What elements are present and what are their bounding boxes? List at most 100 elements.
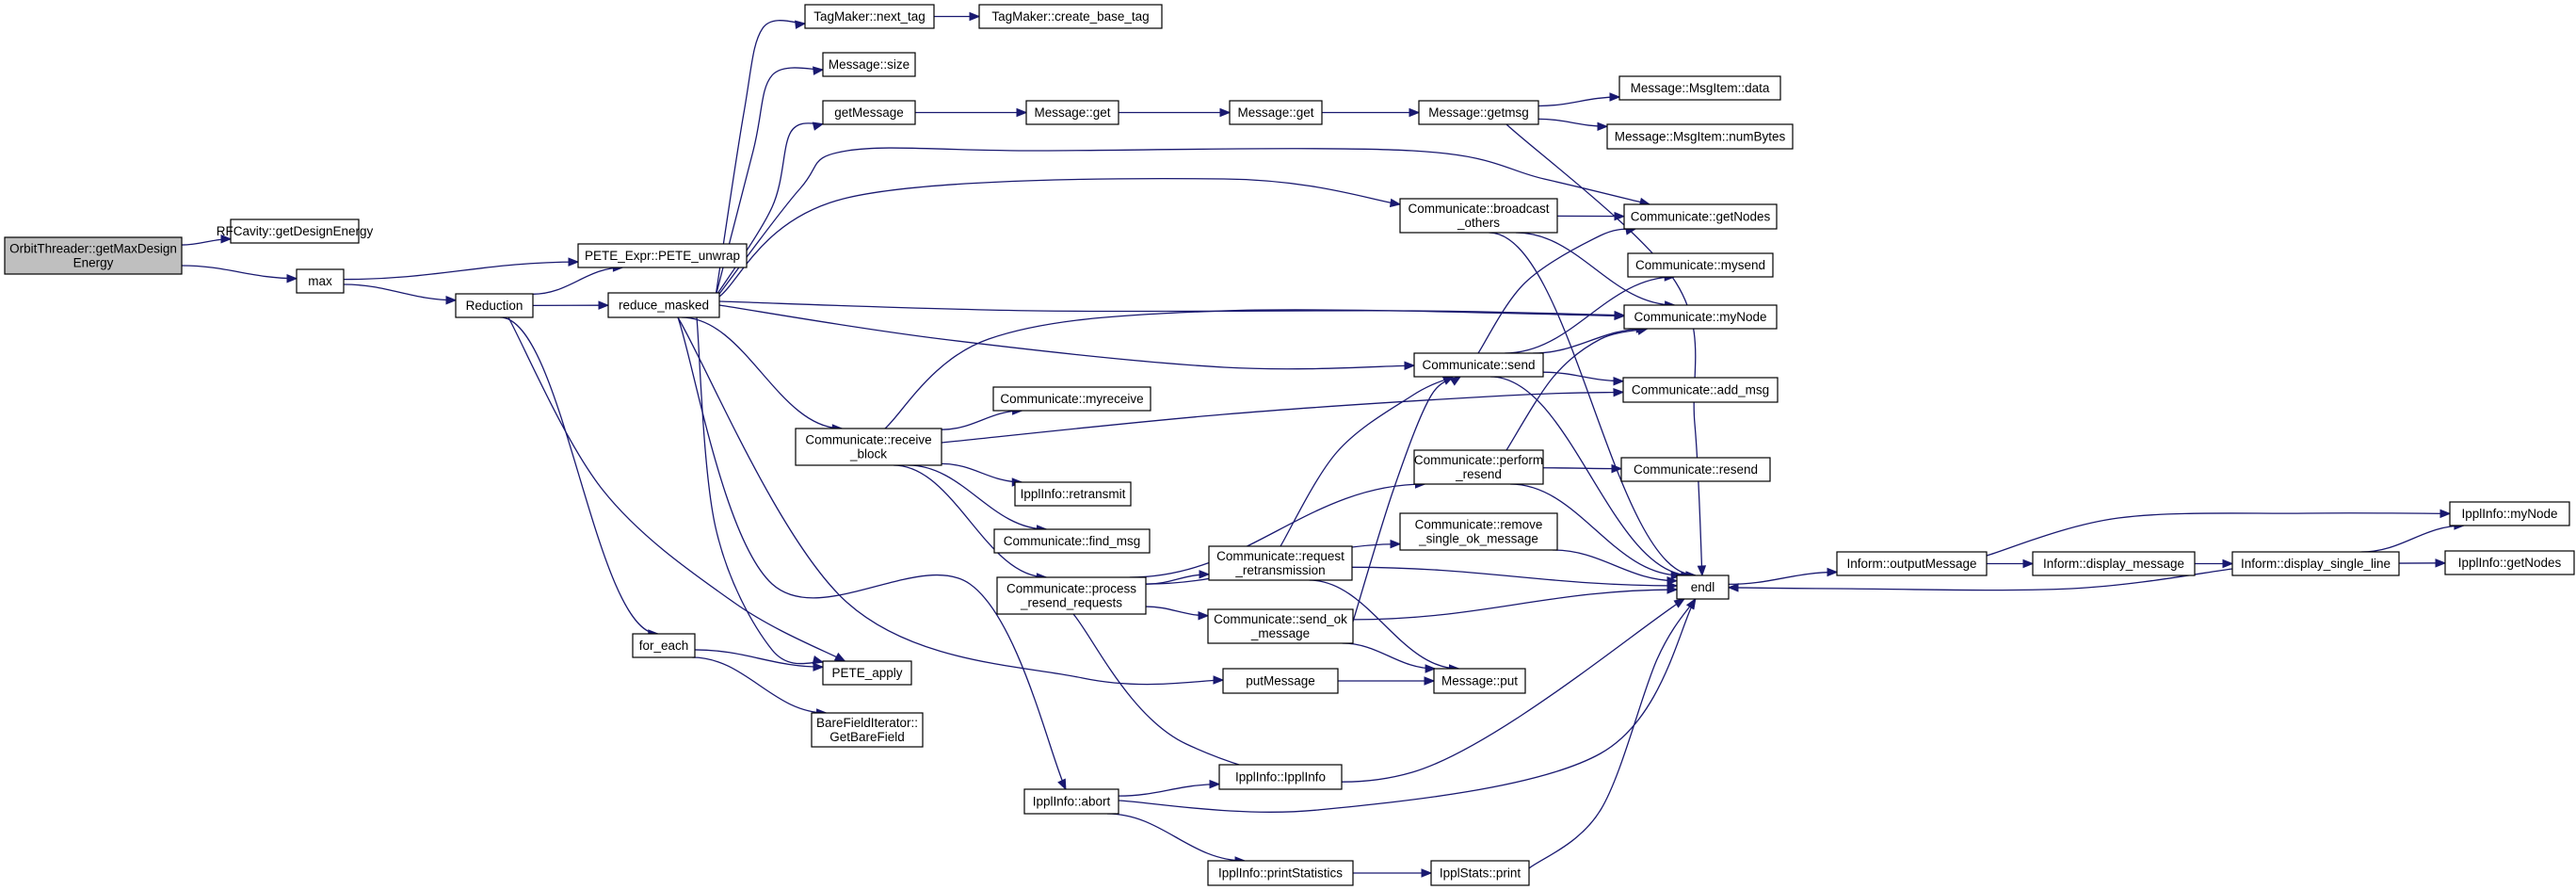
arrowhead-icon: [445, 295, 458, 305]
node-comm-myreceive[interactable]: Communicate::myreceive: [992, 386, 1151, 412]
edge-root-to-max: [181, 265, 298, 283]
node-msgitem-numbytes[interactable]: Message::MsgItem::numBytes: [1606, 123, 1794, 150]
node-rfcav[interactable]: RFCavity::getDesignEnergy: [217, 218, 374, 244]
arrowhead-icon: [1609, 92, 1621, 102]
node-box: [2444, 550, 2575, 575]
node-comm-send[interactable]: Communicate::send: [1413, 352, 1544, 378]
node-comm-sendok[interactable]: Communicate::send_ok_message: [1207, 608, 1354, 644]
edge-reduce_masked-to-comm_receive: [681, 316, 844, 433]
edge-reduce_masked-to-comm_broadcast: [718, 177, 1402, 298]
edge-comm_sendok-to-comm_send: [1352, 376, 1462, 623]
arrowhead-icon: [220, 235, 233, 244]
edge-reduction-to-pete_unwrap: [532, 263, 624, 295]
edge-reduce_masked-to-pete_apply: [696, 316, 825, 665]
edge-inform_output-to-ippl_mynode: [1986, 509, 2452, 557]
node-comm-findmsg[interactable]: Communicate::find_msg: [993, 528, 1151, 554]
arrowhead-icon: [1827, 567, 1839, 577]
node-ippl-retransmit[interactable]: IpplInfo::retransmit: [1014, 481, 1132, 507]
node-reduce-masked[interactable]: reduce_masked: [607, 292, 720, 318]
node-ippl-printstats[interactable]: IpplInfo::printStatistics: [1207, 860, 1354, 886]
node-msg-size[interactable]: Message::size: [822, 52, 916, 77]
node-comm-addmsg[interactable]: Communicate::add_msg: [1622, 377, 1779, 403]
edge-msg_getmsg-to-msgitem_numbytes: [1538, 118, 1609, 132]
node-comm-perform[interactable]: Communicate::perform_resend: [1413, 449, 1544, 485]
node-ipplstats-print[interactable]: IpplStats::print: [1430, 860, 1530, 886]
edge-line: [677, 316, 1224, 686]
node-ippl-abort[interactable]: IpplInfo::abort: [1023, 788, 1119, 815]
node-ippl-ipplinfo[interactable]: IpplInfo::IpplInfo: [1218, 764, 1343, 790]
node-label: Communicate::resend: [1634, 462, 1758, 477]
node-inform-output[interactable]: Inform::outputMessage: [1836, 551, 1988, 576]
arrowhead-icon: [1666, 585, 1679, 594]
node-inform-single[interactable]: Inform::display_single_line: [2231, 551, 2400, 576]
node-tag-next[interactable]: TagMaker::next_tag: [804, 4, 935, 29]
node-msg-put[interactable]: Message::put: [1433, 668, 1526, 694]
node-label: Communicate::find_msg: [1004, 534, 1141, 548]
node-putMessage[interactable]: putMessage: [1222, 668, 1339, 694]
node-label: IpplInfo::retransmit: [1021, 487, 1126, 501]
node-msg-get2[interactable]: Message::get: [1229, 100, 1323, 125]
node-max[interactable]: max: [296, 268, 345, 294]
node-comm-resend[interactable]: Communicate::resend: [1620, 457, 1771, 482]
arrowhead-icon: [812, 121, 825, 131]
node-box: [1208, 545, 1353, 581]
node-label: IpplInfo::IpplInfo: [1235, 770, 1326, 785]
edge-line: [1280, 376, 1454, 547]
edge-line: [1351, 566, 1678, 587]
edge-line: [1489, 232, 1696, 576]
node-inform-display[interactable]: Inform::display_message: [2032, 551, 2196, 576]
arrowhead-icon: [1597, 121, 1609, 132]
node-box: [2449, 501, 2570, 526]
node-ippl-getnodes[interactable]: IpplInfo::getNodes: [2444, 550, 2575, 575]
node-box: [822, 100, 916, 125]
edge-line: [1342, 642, 1436, 670]
edge-line: [181, 265, 298, 280]
node-comm-mynode[interactable]: Communicate::myNode: [1623, 304, 1778, 330]
edge-line: [718, 304, 1415, 370]
node-barefield[interactable]: BareFieldIterator::GetBareField: [811, 712, 924, 748]
edge-line: [1118, 783, 1220, 797]
node-comm-mysend[interactable]: Communicate::mysend: [1627, 252, 1774, 278]
edge-inform_output-to-inform_display: [1987, 558, 2035, 569]
node-label: for_each: [639, 639, 689, 653]
node-comm-receive[interactable]: Communicate::receive_block: [795, 428, 942, 466]
node-comm-getnodes[interactable]: Communicate::getNodes: [1623, 203, 1778, 230]
node-box: [455, 293, 534, 318]
node-box: [1433, 668, 1526, 694]
node-msg-getmsg[interactable]: Message::getmsg: [1418, 100, 1539, 125]
node-for-each[interactable]: for_each: [632, 633, 696, 658]
node-comm-remove[interactable]: Communicate::remove_single_ok_message: [1399, 512, 1558, 551]
node-tag-create[interactable]: TagMaker::create_base_tag: [978, 4, 1163, 29]
node-box: [1418, 100, 1539, 125]
arrowhead-icon: [1425, 664, 1437, 673]
arrowhead-icon: [1685, 597, 1697, 610]
node-box: [607, 292, 720, 318]
node-pete-unwrap[interactable]: PETE_Expr::PETE_unwrap: [577, 243, 748, 268]
node-label: Communicate::broadcast: [1408, 202, 1549, 216]
node-getMessage[interactable]: getMessage: [822, 100, 916, 125]
arrowhead-icon: [1613, 377, 1625, 386]
arrowhead-icon: [1673, 598, 1686, 608]
node-label: BareFieldIterator::: [816, 716, 918, 730]
node-msg-get1[interactable]: Message::get: [1025, 100, 1119, 125]
node-comm-request[interactable]: Communicate::request_retransmission: [1208, 545, 1353, 581]
node-box: [978, 4, 1163, 29]
node-ippl-mynode[interactable]: IpplInfo::myNode: [2449, 501, 2570, 526]
node-label: Message::put: [1441, 674, 1518, 688]
node-comm-broadcast[interactable]: Communicate::broadcast_others: [1399, 198, 1558, 234]
edge-line: [696, 316, 824, 665]
edge-line: [1986, 512, 2451, 557]
node-comm-process[interactable]: Communicate::process_resend_requests: [996, 576, 1147, 615]
node-label: endl: [1691, 580, 1715, 594]
edge-putMessage-to-msg_put: [1338, 676, 1436, 686]
node-pete-apply[interactable]: PETE_apply: [822, 660, 912, 686]
node-reduction[interactable]: Reduction: [455, 293, 534, 318]
arrowhead-icon: [969, 11, 981, 22]
edge-comm_receive-to-ippl_retransmit: [941, 462, 1023, 487]
edge-line: [1129, 483, 1425, 578]
node-endl[interactable]: endl: [1676, 574, 1730, 600]
node-box: [811, 712, 924, 748]
node-msgitem-data[interactable]: Message::MsgItem::data: [1618, 75, 1781, 101]
node-box: [822, 52, 916, 77]
